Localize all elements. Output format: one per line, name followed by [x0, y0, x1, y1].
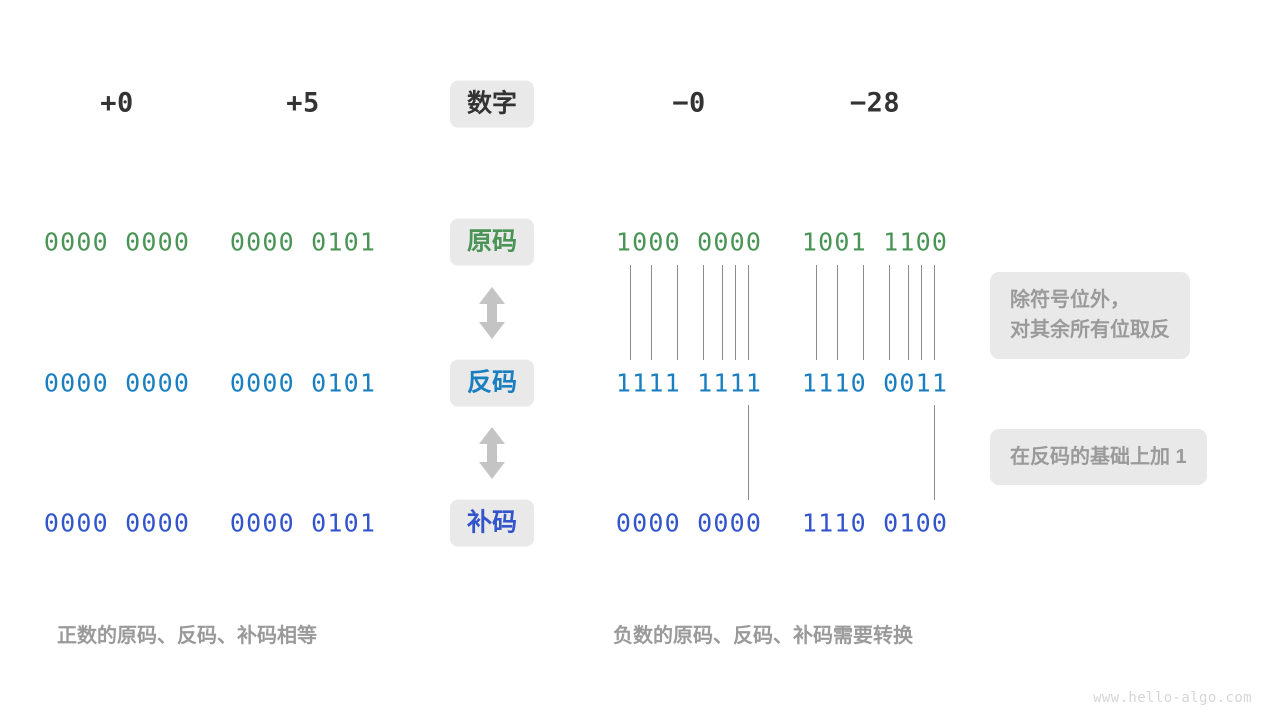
row-twos-complement-minus-zero: 0000 0000 — [615, 508, 763, 538]
row-label-original: 原码 — [449, 218, 535, 266]
header-minus-zero: −0 — [672, 87, 706, 119]
watermark: www.hello-algo.com — [1093, 690, 1252, 706]
connector-line-invert — [651, 265, 652, 360]
row-ones-complement-plus-five: 0000 0101 — [229, 368, 377, 398]
double-arrow-icon-original-to-ones — [475, 286, 509, 340]
header-plus-zero: +0 — [100, 87, 134, 119]
connector-line-invert — [934, 265, 935, 360]
row-ones-complement-minus-zero: 1111 1111 — [615, 368, 763, 398]
double-arrow-icon-ones-to-twos — [475, 426, 509, 480]
connector-line-invert — [722, 265, 723, 360]
connector-line-invert — [889, 265, 890, 360]
row-original-minus-twentyeight: 1001 1100 — [801, 227, 949, 257]
header-label-chip: 数字 — [449, 80, 535, 128]
note-invert-bits: 除符号位外， 对其余所有位取反 — [990, 272, 1190, 359]
row-ones-complement-plus-zero: 0000 0000 — [43, 368, 191, 398]
row-label-twos-complement: 补码 — [449, 499, 535, 547]
connector-line-invert — [677, 265, 678, 360]
row-twos-complement-plus-zero: 0000 0000 — [43, 508, 191, 538]
row-twos-complement-plus-five: 0000 0101 — [229, 508, 377, 538]
connector-line-invert — [863, 265, 864, 360]
row-twos-complement-minus-twentyeight: 1110 0100 — [801, 508, 949, 538]
caption-negative: 负数的原码、反码、补码需要转换 — [613, 625, 913, 647]
connector-line-add-one — [934, 405, 935, 500]
connector-line-invert — [748, 265, 749, 360]
note-add-one: 在反码的基础上加 1 — [990, 429, 1207, 486]
connector-line-invert — [816, 265, 817, 360]
row-ones-complement-minus-twentyeight: 1110 0011 — [801, 368, 949, 398]
header-minus-twentyeight: −28 — [849, 87, 901, 119]
header-plus-five: +5 — [286, 87, 320, 119]
connector-line-invert — [837, 265, 838, 360]
caption-positive: 正数的原码、反码、补码相等 — [57, 625, 317, 647]
connector-line-invert — [921, 265, 922, 360]
connector-line-invert — [703, 265, 704, 360]
row-label-ones-complement: 反码 — [449, 359, 535, 407]
connector-line-invert — [908, 265, 909, 360]
row-original-plus-five: 0000 0101 — [229, 227, 377, 257]
connector-line-invert — [735, 265, 736, 360]
row-original-plus-zero: 0000 0000 — [43, 227, 191, 257]
row-original-minus-zero: 1000 0000 — [615, 227, 763, 257]
connector-line-add-one — [748, 405, 749, 500]
connector-line-invert — [630, 265, 631, 360]
